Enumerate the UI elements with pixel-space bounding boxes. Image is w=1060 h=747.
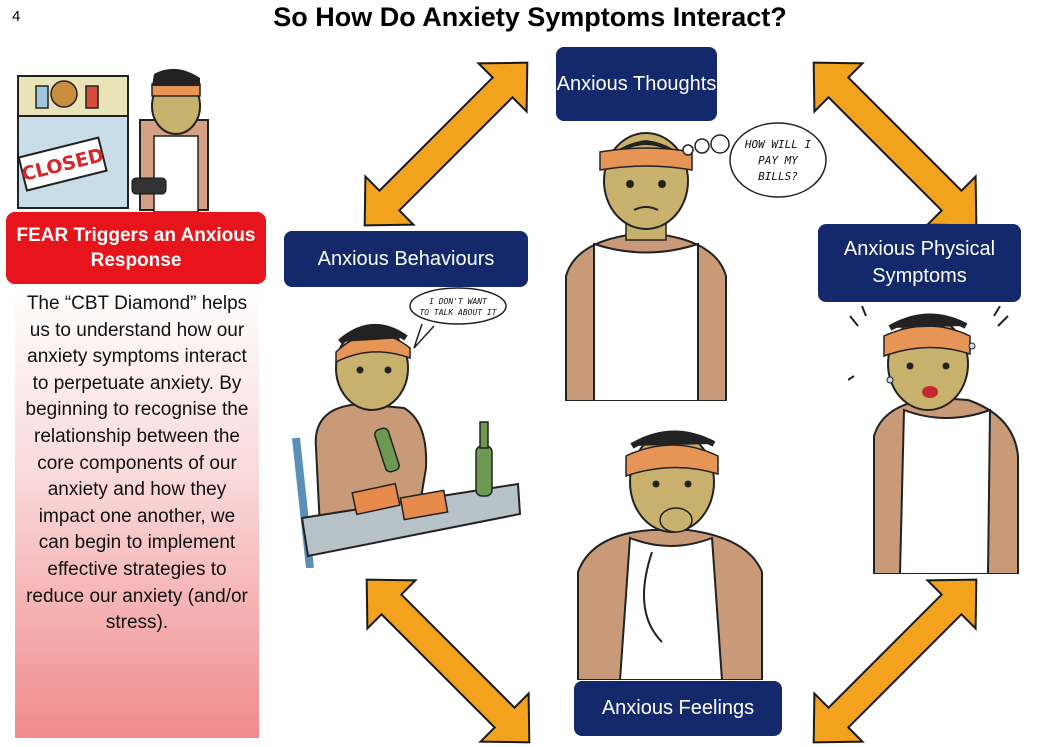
fear-heading: FEAR Triggers an Anxious Response <box>6 212 266 284</box>
node-anxious-behaviours: Anxious Behaviours <box>284 231 528 287</box>
person-behaviours-illustration <box>292 318 524 568</box>
description-panel: The “CBT Diamond” helps us to understand… <box>15 286 259 738</box>
thought-bubble-line-3: BILLS? <box>758 170 798 183</box>
closed-shop-illustration: CLOSED <box>14 66 226 212</box>
thought-bubble-line-2: PAY MY <box>758 154 799 167</box>
person-physical-illustration <box>848 306 1028 574</box>
speech-bubble-line-2: TO TALK ABOUT IT <box>419 308 497 317</box>
page-title: So How Do Anxiety Symptoms Interact? <box>0 0 1060 34</box>
node-anxious-thoughts: Anxious Thoughts <box>556 47 717 121</box>
person-feelings-illustration <box>572 422 768 680</box>
node-anxious-feelings: Anxious Feelings <box>574 681 782 736</box>
speech-bubble-line-1: I DON'T WANT <box>429 297 488 306</box>
arrow-top-left <box>360 56 532 232</box>
arrow-bottom-left <box>362 576 534 746</box>
speech-bubble: I DON'T WANT TO TALK ABOUT IT <box>404 286 508 350</box>
node-anxious-physical-symptoms: Anxious Physical Symptoms <box>818 224 1021 302</box>
description-text: The “CBT Diamond” helps us to understand… <box>15 286 259 637</box>
thought-bubble: HOW WILL I PAY MY BILLS? <box>680 120 830 200</box>
thought-bubble-line-1: HOW WILL I <box>744 138 812 151</box>
arrow-bottom-right <box>810 576 980 746</box>
arrow-top-right <box>810 58 980 230</box>
